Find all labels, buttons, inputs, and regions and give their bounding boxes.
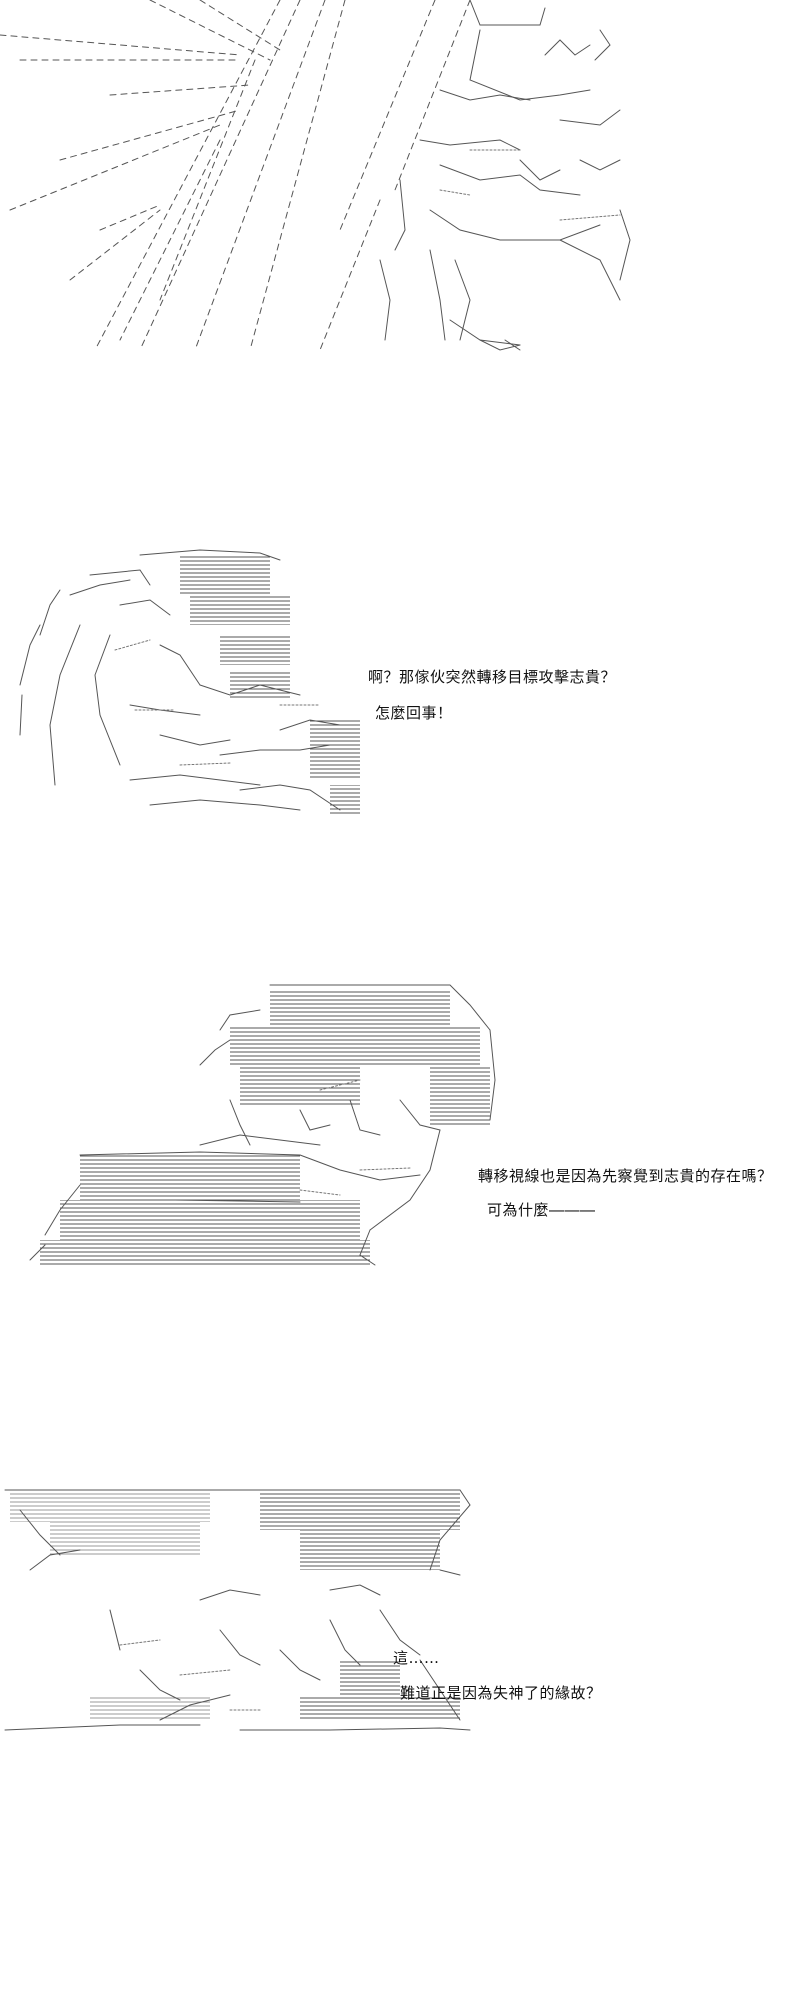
dialogue-line: 怎麼回事！	[375, 704, 453, 722]
ascii-art-speed-lines	[0, 0, 631, 351]
dialogue-line: 轉移視線也是因為先察覺到志貴的存在嗎？	[478, 1167, 773, 1185]
ascii-art-character-hair	[19, 549, 360, 815]
dialogue-line: 難道正是因為失神了的緣故？	[400, 1684, 602, 1702]
dialogue-line: 啊？那傢伙突然轉移目標攻擊志貴？	[368, 668, 617, 686]
panel-1	[0, 0, 796, 360]
panel-3: 轉移視線也是因為先察覺到志貴的存在嗎？ 可為什麼―――	[0, 970, 796, 1270]
dialogue-line: 可為什麼―――	[487, 1201, 596, 1219]
ascii-art-character-coat	[29, 984, 496, 1266]
panel-4: 這…… 難道正是因為失神了的緣故？	[0, 1480, 796, 1740]
panel-2: 啊？那傢伙突然轉移目標攻擊志貴？ 怎麼回事！	[0, 535, 796, 825]
ascii-art-character-wide	[4, 1489, 471, 1731]
dialogue-line: 這……	[393, 1649, 440, 1667]
